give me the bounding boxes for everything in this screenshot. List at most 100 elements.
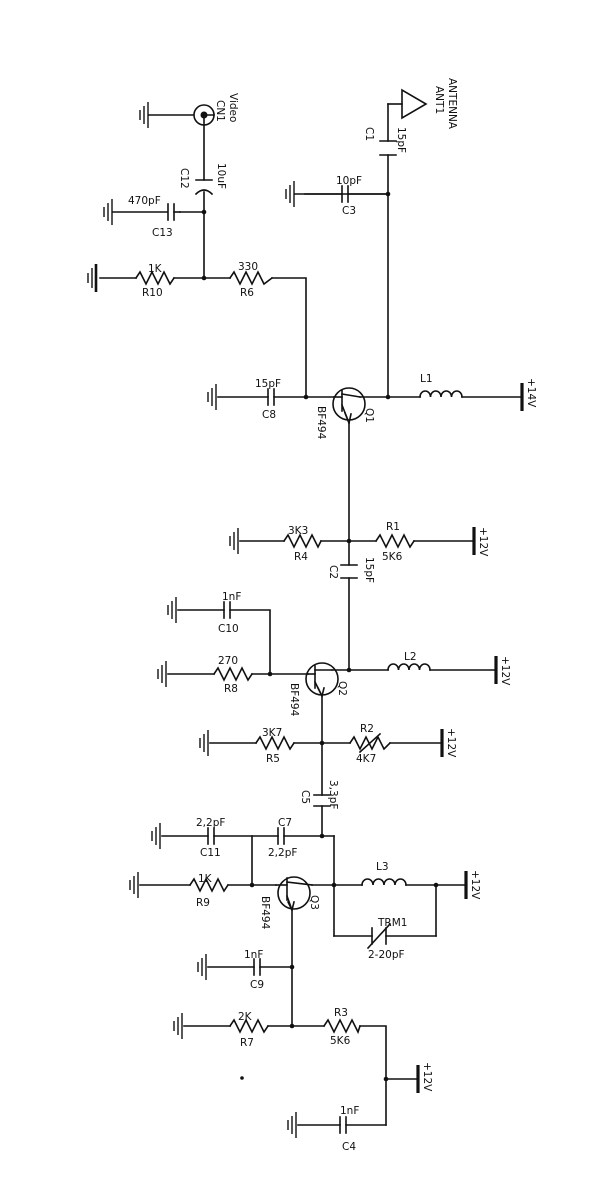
stray-dot <box>240 1076 244 1080</box>
r7-value-label: 2K <box>238 1011 253 1023</box>
ground-icon <box>104 199 168 225</box>
junction <box>319 740 325 746</box>
ground-icon <box>286 181 342 207</box>
r7-ref-label: R7 <box>240 1037 254 1049</box>
l2-ref-label: L2 <box>404 651 417 663</box>
supply-bars <box>418 383 522 1093</box>
c13-ref-label: C13 <box>152 227 173 239</box>
c12-value-label: 10uF <box>215 163 227 189</box>
antenna-label: ANTENNA <box>446 78 458 130</box>
junction <box>346 667 352 673</box>
r3-ref-label: R3 <box>334 1007 348 1019</box>
junction <box>383 1076 389 1082</box>
ground-icon <box>230 528 238 554</box>
ground-icon <box>288 1112 296 1138</box>
transistor-q3 <box>276 877 312 910</box>
c11-value-label: 2,2pF <box>196 817 225 829</box>
junction <box>303 394 309 400</box>
q2-ref-label: Q2 <box>336 681 348 696</box>
c10-ref-label: C10 <box>218 623 239 635</box>
supply-12v-label: +12V <box>421 1062 433 1092</box>
transistor-q1 <box>333 388 365 423</box>
q1-part-label: BF494 <box>315 406 327 440</box>
c11-ref-label: C11 <box>200 847 221 859</box>
ground-icon <box>130 872 138 898</box>
r4-value-label: 3K3 <box>288 525 308 537</box>
c12-ref-label: C12 <box>178 168 190 189</box>
vertical-labels: ANTENNA ANT1 Video CN1 15pF C1 10uF C12 … <box>178 78 537 1092</box>
c8-value-label: 15pF <box>255 378 281 390</box>
video-label: Video <box>227 93 239 122</box>
resistor-zigzags <box>136 272 414 1032</box>
ground-icon <box>140 102 194 128</box>
junction <box>319 833 325 839</box>
horizontal-labels: 10pF C3 470pF C13 1K R10 330 R6 15pF C8 … <box>128 175 433 1153</box>
trm1-ref-label: TRM1 <box>377 917 407 929</box>
c1-ref-label: C1 <box>363 127 375 141</box>
trm1-value-label: 2-20pF <box>368 949 405 961</box>
ground-icon <box>208 384 216 410</box>
c9-ref-label: C9 <box>250 979 264 991</box>
junction <box>249 882 255 888</box>
video-ref-label: CN1 <box>214 100 226 122</box>
inductor-coils <box>362 391 462 885</box>
r8-value-label: 270 <box>218 655 238 667</box>
junction <box>385 394 391 400</box>
c7-ref-label: C7 <box>278 817 292 829</box>
r2-ref-label: R2 <box>360 723 374 735</box>
q2-part-label: BF494 <box>288 683 300 717</box>
r1-ref-label: R1 <box>386 521 400 533</box>
junction <box>331 882 337 888</box>
r5-value-label: 3K7 <box>262 727 282 739</box>
c7-value-label: 2,2pF <box>268 847 297 859</box>
video-connector <box>194 105 214 125</box>
q3-part-label: BF494 <box>259 896 271 930</box>
junction <box>201 275 207 281</box>
r1-value-label: 5K6 <box>382 551 403 563</box>
junctions <box>201 191 439 1082</box>
r3-value-label: 5K6 <box>330 1035 351 1047</box>
capacitor-plates <box>168 141 396 1133</box>
r9-ref-label: R9 <box>196 897 210 909</box>
c10-value-label: 1nF <box>222 591 241 603</box>
grounds <box>88 102 342 1138</box>
c4-ref-label: C4 <box>342 1141 356 1153</box>
junction <box>433 882 439 888</box>
junction <box>289 1023 295 1029</box>
c4-value-label: 1nF <box>340 1105 359 1117</box>
ground-icon <box>174 1013 182 1039</box>
c5-value-label: 3,3pF <box>327 780 339 809</box>
r9-value-label: 1K <box>198 873 213 885</box>
junction <box>346 538 352 544</box>
supply-12v-label: +12V <box>499 656 511 686</box>
c5-ref-label: C5 <box>299 790 311 804</box>
q1-ref-label: Q1 <box>363 408 375 423</box>
r10-value-label: 1K <box>148 263 163 275</box>
c3-value-label: 10pF <box>336 175 362 187</box>
transistor-q2 <box>306 663 338 696</box>
ground-icon <box>158 661 166 687</box>
r10-ref-label: R10 <box>142 287 163 299</box>
c2-value-label: 15pF <box>363 557 375 583</box>
antenna-symbol <box>388 90 426 118</box>
c1-value-label: 15pF <box>395 127 407 153</box>
l3-ref-label: L3 <box>376 861 389 873</box>
ground-icon <box>168 597 176 623</box>
wires <box>100 104 520 1125</box>
supply-12v-label: +12V <box>477 527 489 557</box>
ground-icon <box>200 730 208 756</box>
c13-value-label: 470pF <box>128 195 161 207</box>
r2-value-label: 4K7 <box>356 753 376 765</box>
junction <box>289 964 295 970</box>
c2-ref-label: C2 <box>327 565 339 579</box>
l1-ref-label: L1 <box>420 373 433 385</box>
c8-ref-label: C8 <box>262 409 276 421</box>
r6-value-label: 330 <box>238 261 258 273</box>
supply-12v-label: +12V <box>469 870 481 900</box>
r8-ref-label: R8 <box>224 683 238 695</box>
c3-ref-label: C3 <box>342 205 356 217</box>
supply-12v-label: +12V <box>445 728 457 758</box>
ground-icon <box>198 954 206 980</box>
junction <box>201 209 207 215</box>
